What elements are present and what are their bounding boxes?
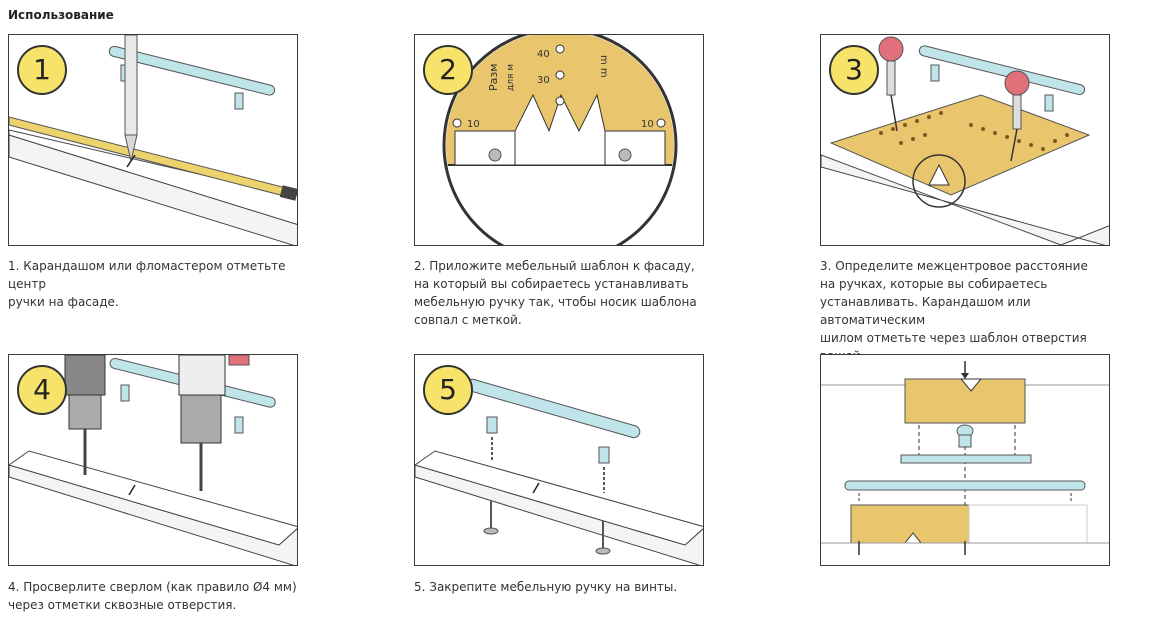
step-3-illustration: 3 — [820, 34, 1110, 246]
step-number-badge: 1 — [17, 45, 67, 95]
step-2-illustration: 40 30 10 10 Разм для м m m 2 — [414, 34, 704, 246]
step-number-badge: 3 — [829, 45, 879, 95]
step-number-badge: 4 — [17, 365, 67, 415]
template-unit-text: m m — [598, 55, 609, 78]
section-title: Использование — [8, 8, 114, 22]
step-5-drawing — [415, 378, 703, 565]
step-1-illustration: 1 — [8, 34, 298, 246]
ruler-mark: 40 — [537, 49, 550, 60]
overview-illustration — [820, 354, 1110, 566]
step-3-caption: 3. Определите межцентровое расстояние на… — [820, 259, 1088, 381]
step-4-drawing — [9, 355, 297, 565]
ruler-mark-left: 10 — [467, 119, 480, 130]
step-4-illustration: 4 — [8, 354, 298, 566]
step-3-drawing — [821, 36, 1109, 245]
step-4-caption: 4. Просверлите сверлом (как правило Ø4 м… — [8, 580, 297, 612]
template-vertical-text: Разм — [487, 63, 500, 91]
step-number-badge: 5 — [423, 365, 473, 415]
step-2-caption: 2. Приложите мебельный шаблон к фасаду, … — [414, 259, 697, 327]
step-1-drawing — [9, 35, 297, 245]
step-2-drawing: 40 30 10 10 Разм для м m m — [442, 35, 678, 245]
step-number-badge: 2 — [423, 45, 473, 95]
ruler-mark: 30 — [537, 75, 550, 86]
step-1-caption: 1. Карандашом или фломастером отметьте ц… — [8, 259, 286, 309]
template-vertical-text-2: для м — [506, 64, 516, 91]
step-5-caption: 5. Закрепите мебельную ручку на винты. — [414, 580, 678, 594]
step-5-illustration: 5 — [414, 354, 704, 566]
ruler-mark-right: 10 — [641, 119, 654, 130]
overview-drawing — [821, 361, 1109, 555]
